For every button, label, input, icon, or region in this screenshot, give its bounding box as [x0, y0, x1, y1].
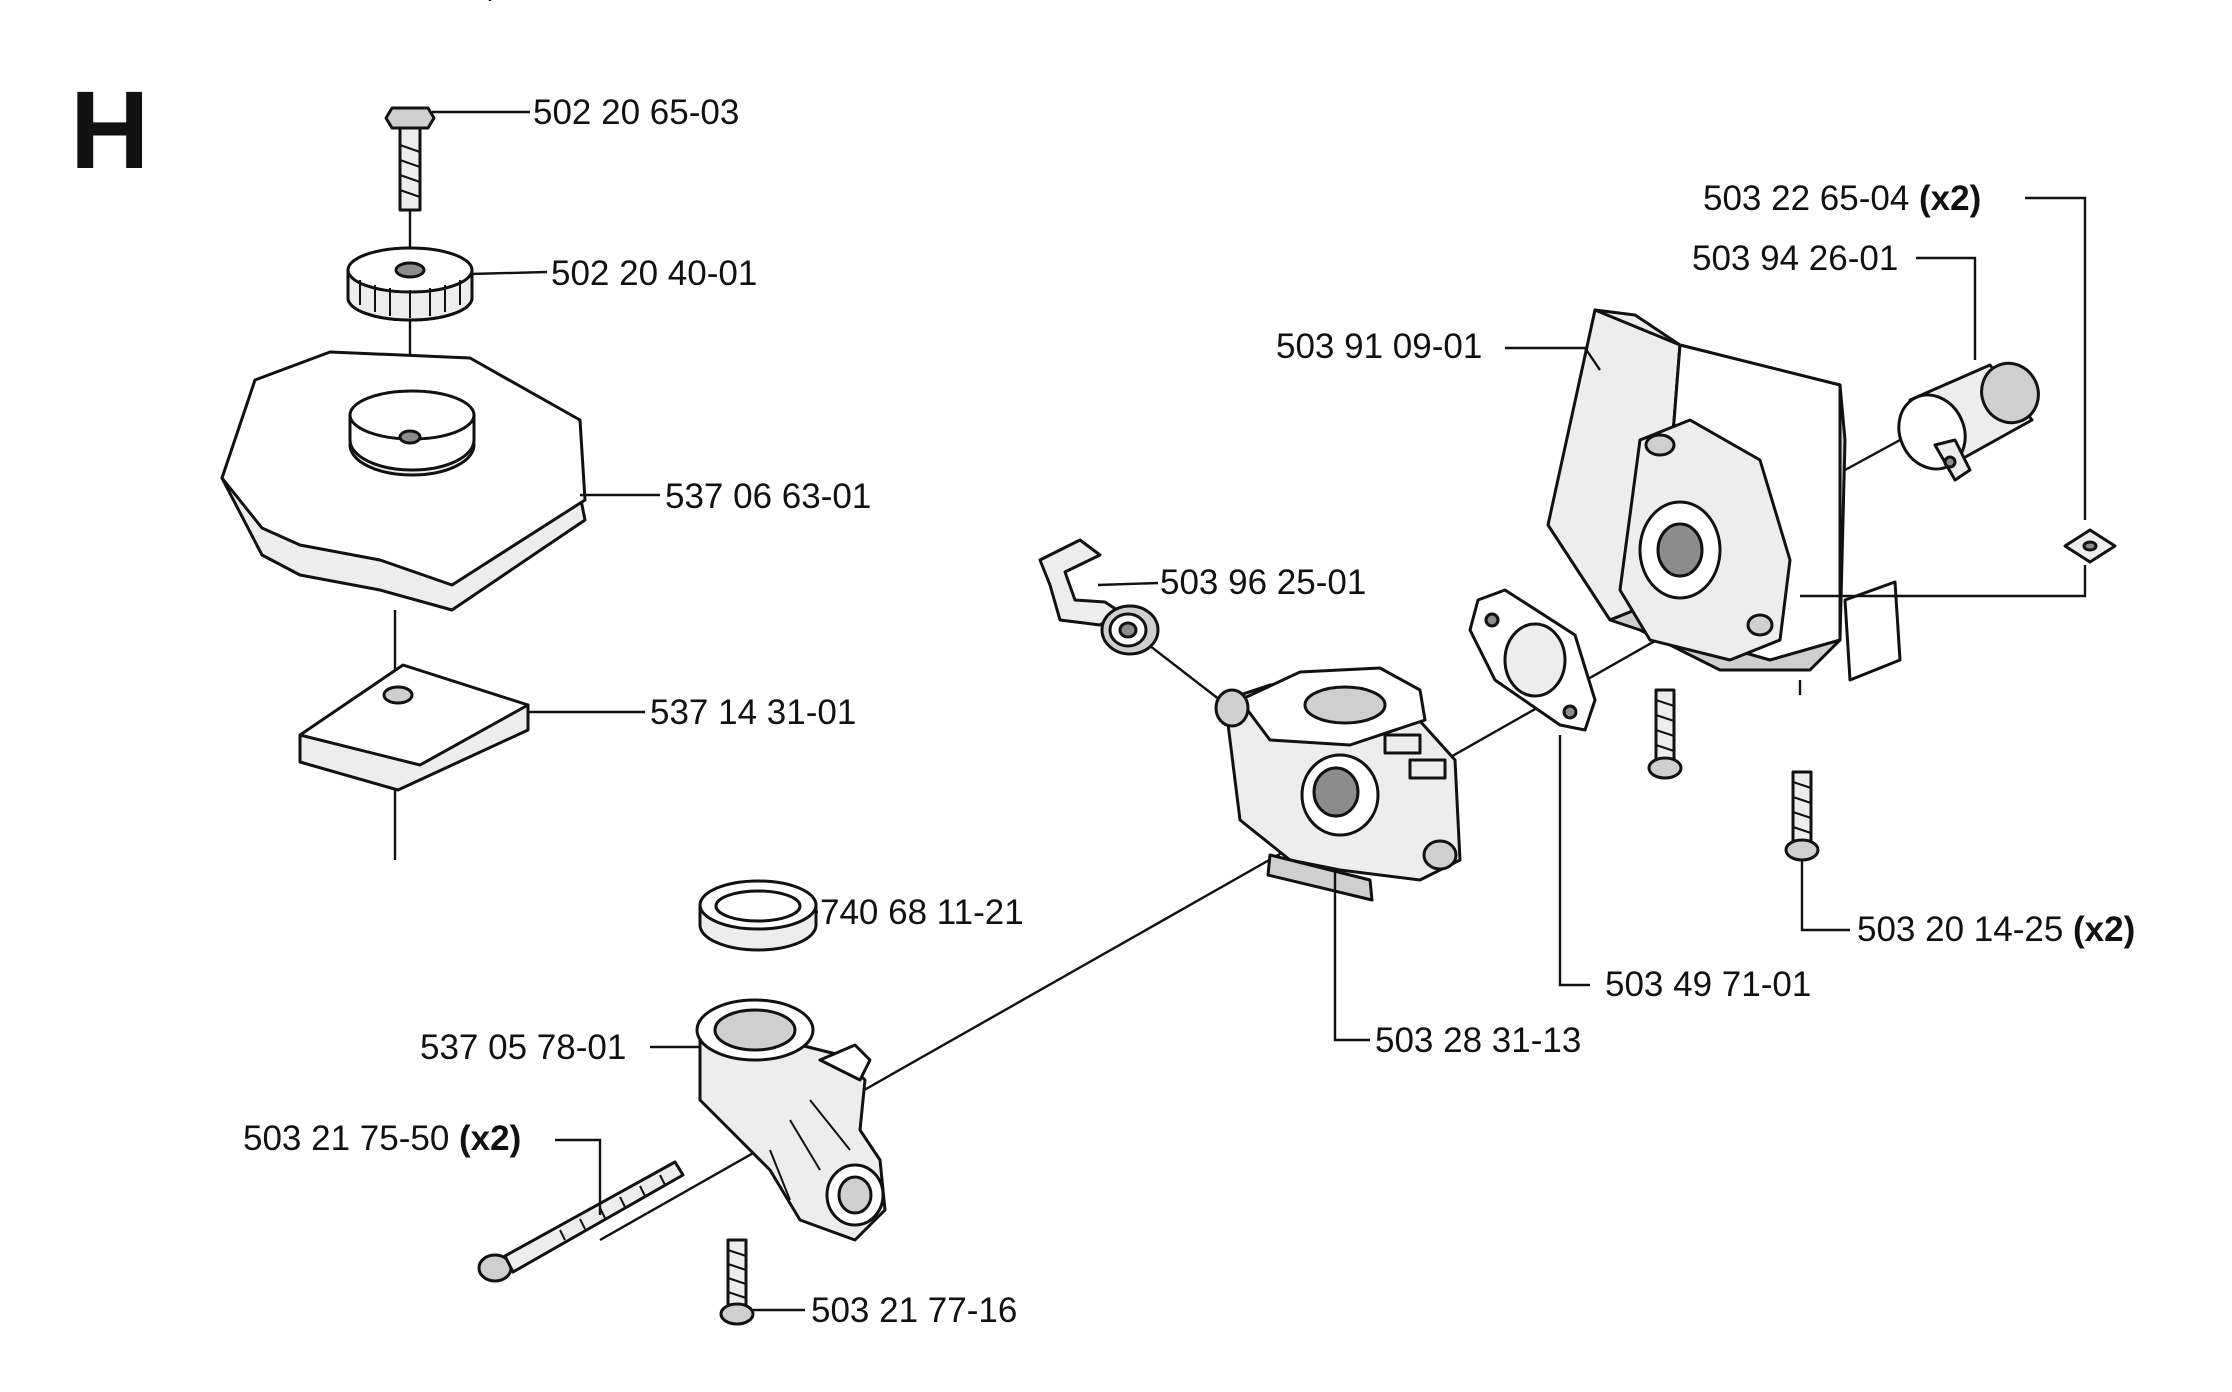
- long-screw-503-21-75-50-drawing: [477, 1160, 685, 1283]
- part-label-502-20-40-01: 502 20 40-01: [551, 254, 757, 293]
- part-label-537-14-31-01: 537 14 31-01: [650, 693, 856, 732]
- choke-lever-drawing: [1038, 538, 1160, 656]
- part-label-503-49-71-01: 503 49 71-01: [1605, 965, 1811, 1004]
- quantity-label: (x2): [1919, 179, 1981, 218]
- screw-503-21-77-16-drawing: [719, 1238, 755, 1326]
- air-filter-housing-drawing: [1546, 308, 1902, 682]
- part-label-503-91-09-01: 503 91 09-01: [1276, 327, 1482, 366]
- nut-502-20-40-01-drawing: [346, 246, 474, 322]
- leader-lines: [432, 110, 2087, 1312]
- sleeve-drawing: [1897, 361, 2040, 482]
- part-label-503-96-25-01: 503 96 25-01: [1160, 563, 1366, 602]
- section-letter: H: [70, 69, 149, 192]
- screw-502-20-65-03-drawing: [384, 106, 436, 212]
- quantity-label: (x2): [2073, 910, 2135, 949]
- part-label-537-06-63-01: 537 06 63-01: [665, 477, 871, 516]
- air-filter-drawing: [298, 663, 530, 792]
- part-label-503-28-31-13: 503 28 31-13: [1375, 1021, 1581, 1060]
- part-label-502-20-65-03: 502 20 65-03: [533, 93, 739, 132]
- part-label-503-21-77-16: 503 21 77-16: [811, 1291, 1017, 1330]
- part-label-740-68-11-21: 740 68 11-21: [820, 893, 1024, 932]
- carburetor-drawing: [1214, 666, 1462, 902]
- part-label-503-20-14-25: 503 20 14-25 (x2): [1857, 910, 2135, 949]
- part-label-503-22-65-04: 503 22 65-04 (x2): [1703, 179, 1981, 218]
- air-filter-cover-drawing: [220, 350, 587, 612]
- part-label-503-94-26-01: 503 94 26-01: [1692, 239, 1898, 278]
- part-label-503-21-75-50: 503 21 75-50 (x2): [243, 1119, 521, 1158]
- part-label-537-05-78-01: 537 05 78-01: [420, 1028, 626, 1067]
- screw-503-20-14-25-drawing: [1647, 688, 1820, 862]
- square-nut-drawing: [2063, 528, 2117, 564]
- quantity-label: (x2): [459, 1119, 521, 1158]
- gasket-drawing: [1468, 588, 1597, 732]
- intake-manifold-drawing: [695, 998, 887, 1242]
- seal-ring-drawing: [698, 879, 818, 952]
